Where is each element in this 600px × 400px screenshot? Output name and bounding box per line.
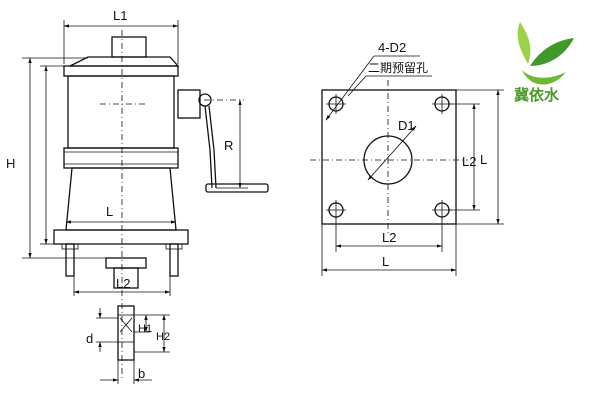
- shaft-upper: [113, 267, 139, 289]
- dim-l1-label: L1: [113, 8, 127, 23]
- base-plate-square: [321, 89, 457, 225]
- top-boss: [111, 36, 147, 58]
- side-view: L1 H R L L2 d H1 H2: [6, 8, 269, 384]
- crank-handle: [205, 183, 269, 193]
- shaft-collar: [105, 257, 147, 269]
- dim-l2-vertical-label: L2: [462, 154, 476, 169]
- leaf-light-icon: [517, 22, 531, 64]
- dim-l2-label: L2: [116, 276, 130, 291]
- dim-l-label: L: [106, 204, 113, 219]
- gearbox: [177, 89, 201, 119]
- dim-l-vertical-label: L: [480, 152, 487, 167]
- brand-logo: 冀依水: [514, 22, 574, 104]
- dim-d1-label: D1: [398, 118, 415, 133]
- plan-view: D1 4-D2 二期预留孔 L2 L L2 L: [310, 40, 504, 276]
- middle-band: [63, 147, 179, 169]
- dim-d-label: d: [86, 331, 93, 346]
- lower-body: [65, 167, 177, 231]
- leaf-dark-icon: [530, 38, 574, 66]
- brand-name: 冀依水: [514, 86, 560, 104]
- dim-b-label: b: [138, 366, 145, 381]
- dim-h-label: H: [6, 156, 15, 171]
- dim-h2-label: H2: [156, 331, 170, 343]
- top-flange: [63, 65, 179, 77]
- holes-spec-label: 4-D2: [378, 40, 406, 55]
- dim-l-horizontal-label: L: [382, 254, 389, 269]
- crank-arm: [204, 105, 213, 189]
- reserved-hole-note: 二期预留孔: [368, 61, 428, 75]
- dim-h1-label: H1: [138, 323, 152, 335]
- dim-l2-horizontal-label: L2: [382, 230, 396, 245]
- base-plate: [53, 229, 189, 245]
- dim-r-label: R: [224, 138, 233, 153]
- main-drum: [67, 75, 175, 149]
- leaf-base-icon: [522, 70, 566, 85]
- shaft-lower: [117, 305, 135, 361]
